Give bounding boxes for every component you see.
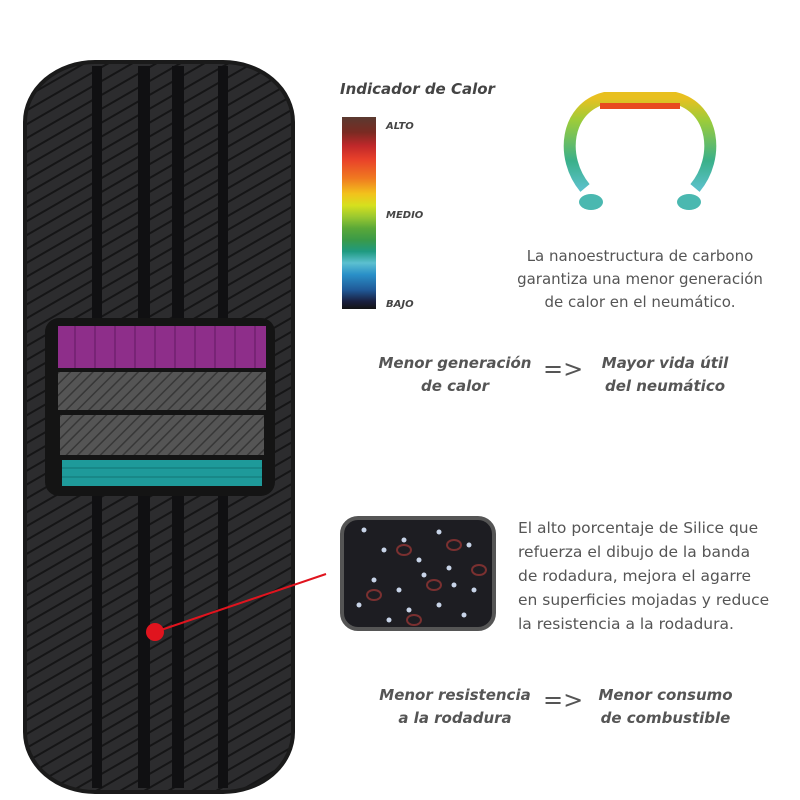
carbon-effect-line: del neumático — [604, 377, 726, 395]
heat-level-medium: MEDIO — [386, 210, 424, 221]
silica-microscope-image — [340, 516, 496, 631]
carbon-description-line: garantiza una menor generación — [517, 270, 763, 288]
silica-effect: Menor consumo de combustible — [588, 684, 743, 730]
tire-layer-teal — [62, 460, 262, 486]
heat-level-low: BAJO — [386, 299, 414, 310]
tire-heat-map — [563, 92, 717, 210]
silica-description-line: en superficies mojadas y reduce — [518, 591, 770, 609]
heat-indicator-title: Indicador de Calor — [340, 80, 495, 98]
silica-effect-line: de combustible — [600, 709, 731, 727]
silica-description-line: la resistencia a la rodadura. — [518, 615, 734, 633]
tire-illustration — [23, 60, 327, 794]
heat-level-high: ALTO — [386, 121, 414, 132]
silica-cause-line: Menor resistencia — [379, 686, 531, 704]
implies-arrow: => — [543, 355, 584, 383]
carbon-cause-line: Menor generación — [378, 354, 532, 372]
carbon-effect: Mayor vida útil del neumático — [590, 352, 740, 398]
carbon-description-line: de calor en el neumático. — [544, 293, 736, 311]
silica-description-line: de rodadura, mejora el agarre — [518, 567, 752, 585]
carbon-description-line: La nanoestructura de carbono — [526, 247, 754, 265]
silica-description-line: El alto porcentaje de Silice que — [518, 519, 759, 537]
silica-description-line: refuerza el dibujo de la banda — [518, 543, 751, 561]
pointer-line — [154, 573, 327, 633]
tire-layer-purple — [58, 326, 266, 368]
implies-arrow: => — [543, 686, 584, 714]
silica-cause: Menor resistencia a la rodadura — [370, 684, 540, 730]
tire-layer-magenta — [58, 372, 266, 410]
tire-layer-yellow — [60, 415, 264, 455]
carbon-cause-line: de calor — [421, 377, 489, 395]
silica-effect-line: Menor consumo — [598, 686, 733, 704]
carbon-cause: Menor generación de calor — [365, 352, 545, 398]
heat-color-scale — [342, 117, 376, 309]
carbon-effect-line: Mayor vida útil — [601, 354, 729, 372]
silica-cause-line: a la rodadura — [398, 709, 512, 727]
pointer-dot — [146, 623, 164, 641]
